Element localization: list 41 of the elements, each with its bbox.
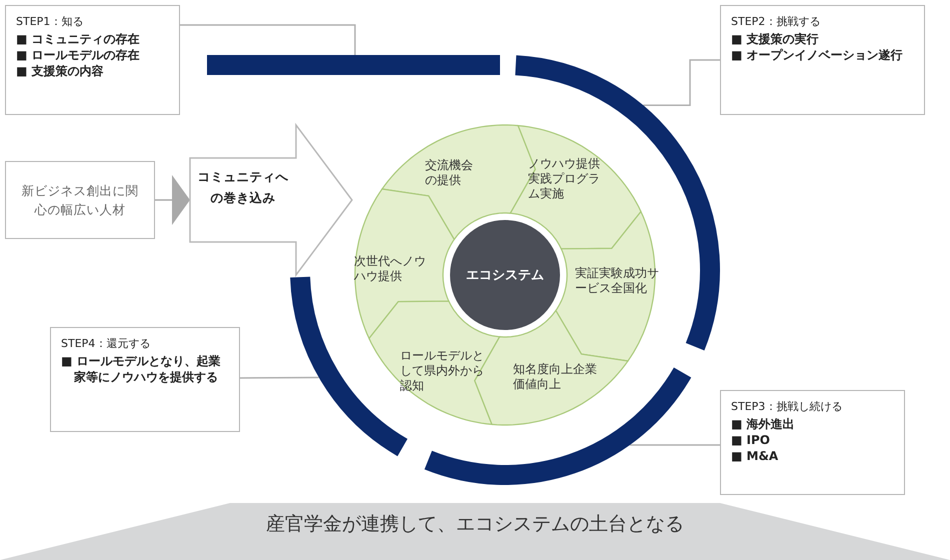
bullet-item: ■ 支援策の実行 [731, 31, 820, 47]
step-heading: STEP1：知る [16, 14, 84, 29]
bullet-item: ■ M&A [731, 448, 780, 464]
leader-line [240, 376, 319, 379]
segment-text: 知名度向上企業価値向上 [512, 362, 598, 392]
leader-line [643, 59, 720, 106]
bullet-item: ■ IPO [731, 432, 771, 448]
ring-arc [515, 55, 721, 352]
source-box [5, 161, 155, 239]
chevron-segment [355, 188, 456, 339]
big-arrow [190, 125, 352, 275]
base-band [0, 503, 950, 560]
bullet-item: ■ コミュニティの存在 [16, 31, 141, 47]
step-box [720, 5, 925, 115]
chevron-segment [474, 310, 629, 426]
step-box [5, 5, 180, 115]
bullet-item: ■ 支援策の内容 [16, 63, 105, 79]
segment-text: ロールモデルとして県内外から認知 [400, 348, 485, 394]
step-heading: STEP2：挑戦する [731, 14, 822, 29]
bullet-item: ■ ロールモデルの存在 [16, 47, 141, 63]
hub-circle [450, 220, 560, 330]
chevron-arrow [155, 175, 190, 225]
segment-text: 次世代へノウハウ提供 [354, 254, 428, 284]
band-text: 産官学金が連携して、エコシステムの土台となる [266, 512, 684, 537]
ring-bar [207, 55, 500, 75]
arrow-text: コミュニティへの巻き込み [196, 168, 290, 207]
bullet-item: ■ ロールモデルとなり、起業家等にノウハウを提供する [61, 353, 222, 385]
chevron-segment [369, 301, 501, 426]
step-heading: STEP3：挑戦し続ける [731, 399, 844, 414]
hub-text: エコシステム [466, 267, 544, 284]
segment-text: ノウハウ提供実践プログラム実施 [528, 156, 602, 202]
bullet-item: ■ オープンイノベーション遂行 [731, 47, 904, 63]
step-box [50, 327, 240, 432]
segment-text: 実証実験成功サービス全国化 [574, 266, 660, 296]
segment-text: 交流機会の提供 [425, 158, 474, 188]
step-heading: STEP4：還元する [61, 336, 152, 351]
bullet-item: ■ 海外進出 [731, 416, 796, 432]
box-text: 新ビジネス創出に関心の幅広い人材 [20, 182, 140, 219]
step-box [720, 390, 905, 495]
leader-line [180, 24, 356, 55]
leader-line [630, 444, 720, 446]
